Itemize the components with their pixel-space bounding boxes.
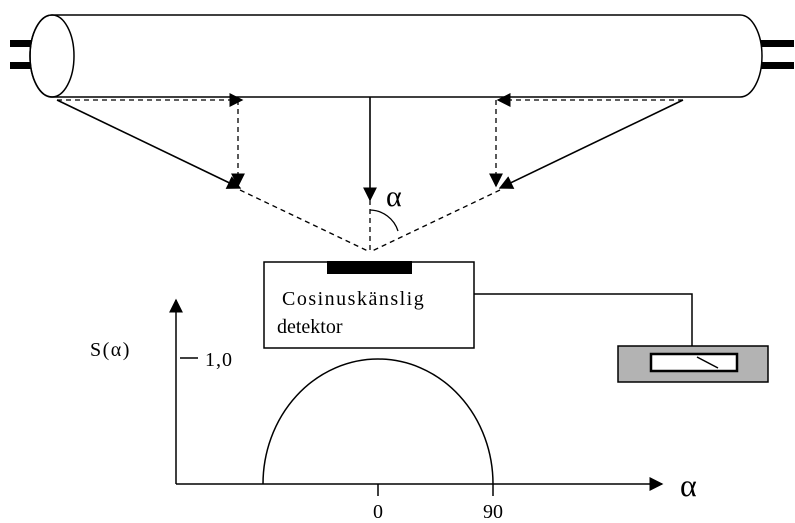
dashed-construction bbox=[57, 93, 683, 253]
dashed-right-to-detector bbox=[369, 189, 501, 253]
detector-label-line1: Cosinuskänslig bbox=[282, 288, 425, 310]
tube-left-pin-bottom bbox=[10, 62, 40, 69]
ray-left bbox=[56, 99, 242, 189]
tube-left-end bbox=[29, 14, 75, 98]
x-axis-label: α bbox=[680, 467, 697, 503]
tube-body bbox=[29, 14, 763, 98]
tube-right-pin-bottom bbox=[752, 62, 794, 69]
angle-label: α bbox=[386, 180, 402, 213]
meter-needle bbox=[696, 356, 719, 369]
meter bbox=[617, 345, 769, 383]
angle-arc bbox=[369, 209, 399, 232]
x-tick-label-90: 90 bbox=[483, 501, 503, 523]
detector: Cosinuskänslig detektor bbox=[263, 261, 475, 349]
tube-left-pin-top bbox=[10, 40, 40, 47]
y-axis-label: S(α) bbox=[90, 339, 131, 361]
meter-display bbox=[649, 352, 739, 373]
ray-right bbox=[498, 99, 684, 189]
sensitivity-graph: S(α) 1,0 0 90 α bbox=[90, 298, 697, 523]
dashed-left-to-detector bbox=[239, 189, 371, 253]
fluorescent-tube bbox=[10, 14, 794, 98]
tube-right-pin-top bbox=[752, 40, 794, 47]
sensitivity-curve bbox=[262, 358, 494, 485]
light-rays bbox=[56, 97, 684, 202]
x-tick-label-0: 0 bbox=[373, 501, 383, 523]
detector-label-line2: detektor bbox=[277, 316, 343, 338]
detector-box bbox=[263, 261, 475, 349]
y-tick-label: 1,0 bbox=[205, 349, 233, 371]
meter-wire bbox=[474, 293, 693, 346]
detector-sensor bbox=[327, 261, 412, 274]
